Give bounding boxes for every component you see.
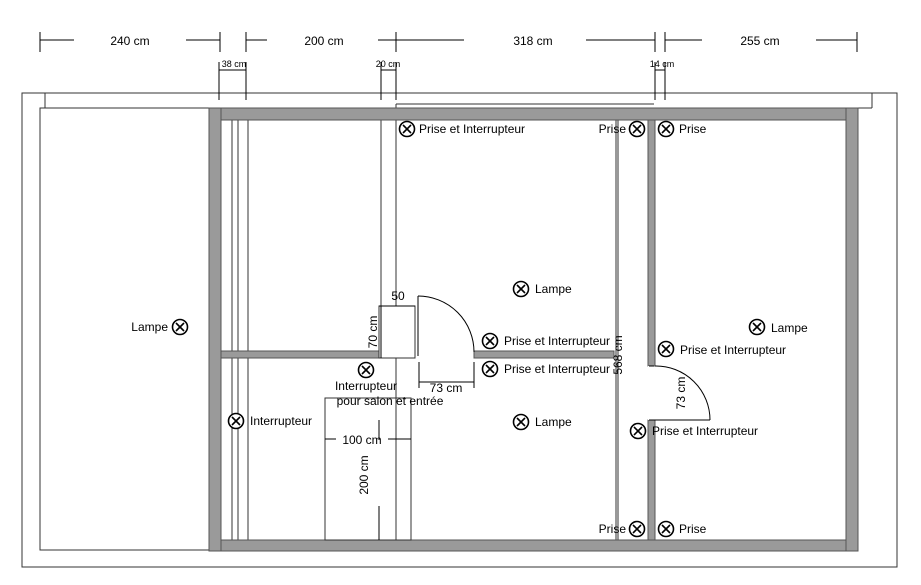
dimension-chain-top (39, 32, 858, 100)
dim-100: 100 cm (342, 433, 381, 447)
wall-left (208, 107, 222, 552)
electrical-symbols (171, 120, 766, 538)
dim-20: 20 cm (376, 59, 401, 69)
dim-73-h: 73 cm (430, 381, 463, 395)
label-prise-int-right-low: Prise et Interrupteur (652, 424, 758, 438)
outlet-symbol-icon (512, 280, 530, 298)
dim-73-v: 73 cm (674, 377, 688, 410)
outlet-symbol-icon (748, 318, 766, 336)
dim-70: 70 cm (366, 316, 380, 349)
outlet-symbol-icon (481, 332, 499, 350)
label-lampe-right: Lampe (771, 321, 808, 335)
outlet-symbol-icon (657, 520, 675, 538)
outlet-symbol-icon (171, 318, 189, 336)
dim-200-v: 200 cm (357, 455, 371, 494)
door-center (417, 295, 475, 356)
label-prise-top-right: Prise (679, 122, 707, 136)
label-lampe-center-bottom: Lampe (535, 415, 572, 429)
label-prise-int-top: Prise et Interrupteur (419, 122, 525, 136)
label-prise-int-mid1: Prise et Interrupteur (504, 334, 610, 348)
wall-bottom (208, 539, 859, 552)
label-prise-int-right: Prise et Interrupteur (680, 343, 786, 357)
outlet-symbol-icon (398, 120, 416, 138)
dim-38: 38 cm (222, 59, 247, 69)
door-right (648, 365, 711, 421)
dim-318: 318 cm (513, 34, 552, 48)
label-lampe-left: Lampe (131, 320, 168, 334)
label-interrupteur-salon-2: pour salon et entrée (337, 394, 444, 408)
stair-opening (324, 397, 412, 541)
outlet-symbol-icon (357, 361, 375, 379)
outlet-symbol-icon (628, 520, 646, 538)
label-prise-bottom-right: Prise (679, 522, 707, 536)
wall-right-partition-low (647, 419, 656, 541)
outlet-symbol-icon (481, 360, 499, 378)
outlet-symbol-icon (628, 120, 646, 138)
label-interrupteur-salon-1: Interrupteur (335, 379, 397, 393)
dim-568: 568 cm (611, 335, 625, 374)
label-lampe-center-top: Lampe (535, 282, 572, 296)
dim-240: 240 cm (110, 34, 149, 48)
wall-mid-horizontal-right (473, 350, 615, 359)
wall-right-partition (647, 119, 656, 367)
wall-top (208, 107, 859, 121)
walls (208, 107, 859, 552)
label-prise-bottom-left: Prise (599, 522, 627, 536)
label-prise-top-left: Prise (599, 122, 627, 136)
column-box (378, 305, 416, 359)
outlet-symbol-icon (227, 412, 245, 430)
outlet-symbol-icon (657, 340, 675, 358)
dim-255: 255 cm (740, 34, 779, 48)
outlet-symbol-icon (657, 120, 675, 138)
inner-dimension-lines (325, 305, 475, 540)
wall-right (845, 107, 859, 552)
dim-50: 50 (391, 289, 405, 303)
dim-200: 200 cm (304, 34, 343, 48)
dim-14: 14 cm (650, 59, 675, 69)
outlet-symbol-icon (512, 413, 530, 431)
outlet-symbol-icon (629, 422, 647, 440)
label-prise-int-mid2: Prise et Interrupteur (504, 362, 610, 376)
label-interrupteur-left: Interrupteur (250, 414, 312, 428)
